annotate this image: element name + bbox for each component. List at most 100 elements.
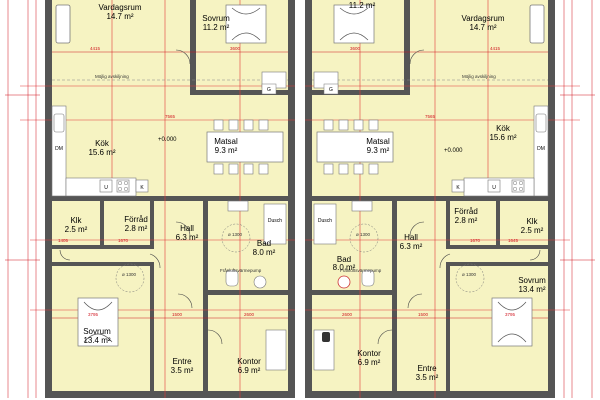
room-klk-name: Klk (70, 216, 82, 225)
room-kontor-area: 6.9 m² (238, 366, 261, 375)
burner-icon (512, 180, 518, 186)
wall-sovrum2-top (446, 262, 548, 266)
bed-icon (333, 4, 375, 44)
room-kok-area: 15.6 m² (88, 148, 115, 157)
wall-klk-bottom (52, 245, 154, 249)
burner-icon (117, 186, 123, 192)
bed-blanket-icon (497, 301, 527, 343)
wall-forrad-left (446, 196, 450, 248)
wall-forrad-right (150, 196, 154, 248)
burner-icon (123, 180, 129, 186)
desk-icon (265, 329, 287, 371)
room-sovrum-top-area: 11.2 m² (349, 1, 376, 10)
wall-mid-horizontal (52, 196, 288, 201)
dm-label: DM (55, 146, 63, 152)
office-chair-icon (322, 332, 330, 342)
turning-circle-label: ø 1300 (462, 272, 477, 277)
room-vardagsrum-area: 14.7 m² (469, 23, 496, 32)
dim-2600: 2600 (342, 312, 353, 317)
heat-pump-icon (253, 275, 267, 289)
chair-icons (323, 119, 379, 175)
door-arcs-left (59, 49, 223, 345)
wall-mid-horizontal (312, 196, 548, 201)
toilet-icon (361, 269, 375, 287)
burner-icon (518, 180, 524, 186)
storage-g-label: G (329, 87, 333, 93)
wall-hall-left (392, 196, 397, 294)
kitchen-counter (533, 105, 549, 197)
dimension-lines-right (312, 0, 595, 398)
appliance-k-icon (451, 179, 465, 193)
wall-outer-right (548, 0, 555, 398)
dim-4415: 4415 (90, 46, 101, 51)
wall-bottom (45, 391, 295, 398)
room-sovrum-bottom-area: 13.4 m² (83, 336, 110, 345)
elevation-label: +0.000 (158, 137, 177, 143)
wall-bottom (305, 391, 555, 398)
wall-outer-left (45, 0, 52, 398)
wall-klk-left (496, 196, 500, 248)
room-klk-area: 2.5 m² (521, 226, 544, 235)
storage-g-icon (261, 83, 277, 95)
room-sovrum-bottom-name: Sovrum (83, 327, 111, 336)
burner-icon (123, 186, 129, 192)
turning-circle-icon (349, 223, 379, 253)
heat-pump-icon (337, 275, 351, 289)
appliance-k-label: K (456, 185, 460, 191)
dim-3795: 3795 (505, 312, 516, 317)
room-kok-name: Kök (496, 124, 511, 133)
bed-blanket-icon (231, 7, 261, 41)
wall-entre-left (392, 295, 397, 391)
turning-circle-icon (455, 263, 485, 293)
room-kontor-name: Kontor (357, 349, 381, 358)
sofa-icon (529, 4, 545, 44)
stove-icon (511, 179, 525, 193)
bed-blanket-icon (83, 301, 113, 343)
party-wall-gap (295, 0, 305, 398)
appliance-k-label: K (140, 185, 144, 191)
dining-table-icon (206, 131, 284, 163)
wall-sovrum2-left (446, 262, 450, 391)
wall-outer-left (305, 0, 312, 398)
wall-hall-right (203, 196, 208, 294)
room-hall-area: 6.3 m² (400, 242, 423, 251)
room-sovrum-top-name: Sovrum (202, 14, 230, 23)
room-sovrum-top-area: 11.2 m² (203, 23, 230, 32)
grid-lines-right (302, 0, 580, 398)
room-forrad-name: Förråd (454, 207, 478, 216)
room-forrad-area: 2.8 m² (455, 216, 478, 225)
room-kok-area: 15.6 m² (489, 133, 516, 142)
room-hall-area: 6.3 m² (176, 233, 199, 242)
dim-1670: 1670 (118, 238, 129, 243)
room-klk-area: 2.5 m² (65, 225, 88, 234)
burner-icon (117, 180, 123, 186)
dim-3600: 3600 (230, 46, 241, 51)
appliance-u-icon (487, 179, 501, 193)
room-sovrum-bottom-area: 13.4 m² (518, 285, 545, 294)
dim-1670: 1670 (470, 238, 481, 243)
room-kok-name: Kök (95, 139, 110, 148)
dim-2600: 2600 (244, 312, 255, 317)
room-klk-name: Klk (526, 217, 538, 226)
room-hall-name: Hall (404, 233, 418, 242)
turning-circle-icon (221, 223, 251, 253)
room-vardagsrum-name: Vardagsrum (462, 14, 505, 23)
room-vardagsrum-name: Vardagsrum (99, 3, 142, 12)
appliance-k-icon (135, 179, 149, 193)
wall-bad-bottom (203, 290, 288, 295)
burner-icon (512, 186, 518, 192)
wall-bad-bottom (312, 290, 397, 295)
turning-circle-label: ø 1300 (356, 232, 371, 237)
bed-icon (225, 4, 267, 44)
room-kontor-area: 6.9 m² (358, 358, 381, 367)
kitchen-counter (51, 105, 67, 197)
dim-4415: 4415 (490, 46, 501, 51)
dm-label: DM (537, 146, 545, 152)
appliance-u-icon (99, 179, 113, 193)
wall-entre-right (203, 295, 208, 391)
wall-sovrum2-right (150, 262, 154, 391)
room-kontor-name: Kontor (237, 357, 261, 366)
burner-icon (518, 186, 524, 192)
unit-left: Vardagsrum 14.7 m² Sovrum 11.2 m² Kök 15… (5, 0, 298, 398)
